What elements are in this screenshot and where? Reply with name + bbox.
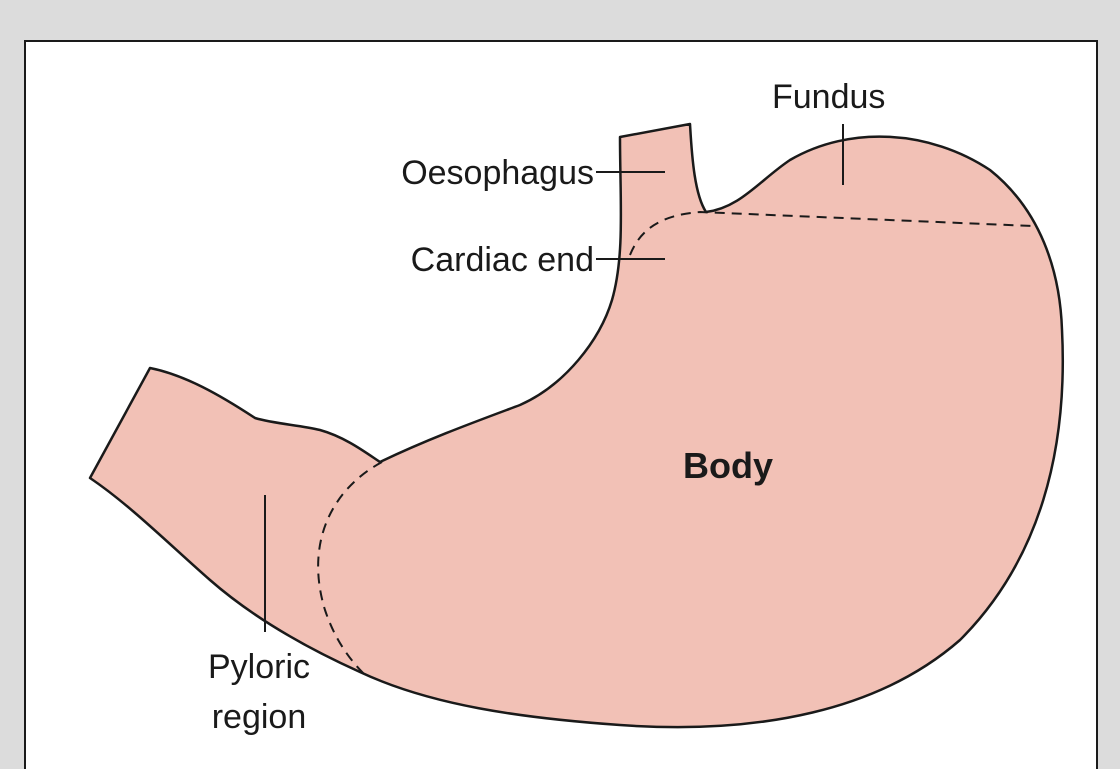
body-label: Body [683, 445, 773, 486]
cardiac-end-label: Cardiac end [411, 241, 594, 279]
fundus-label: Fundus [772, 78, 885, 116]
oesophagus-label: Oesophagus [401, 154, 594, 192]
pyloric-region-label-line1: Pyloric [208, 648, 310, 686]
stomach-outline [90, 124, 1063, 727]
pyloric-region-label-line2: region [212, 698, 307, 736]
